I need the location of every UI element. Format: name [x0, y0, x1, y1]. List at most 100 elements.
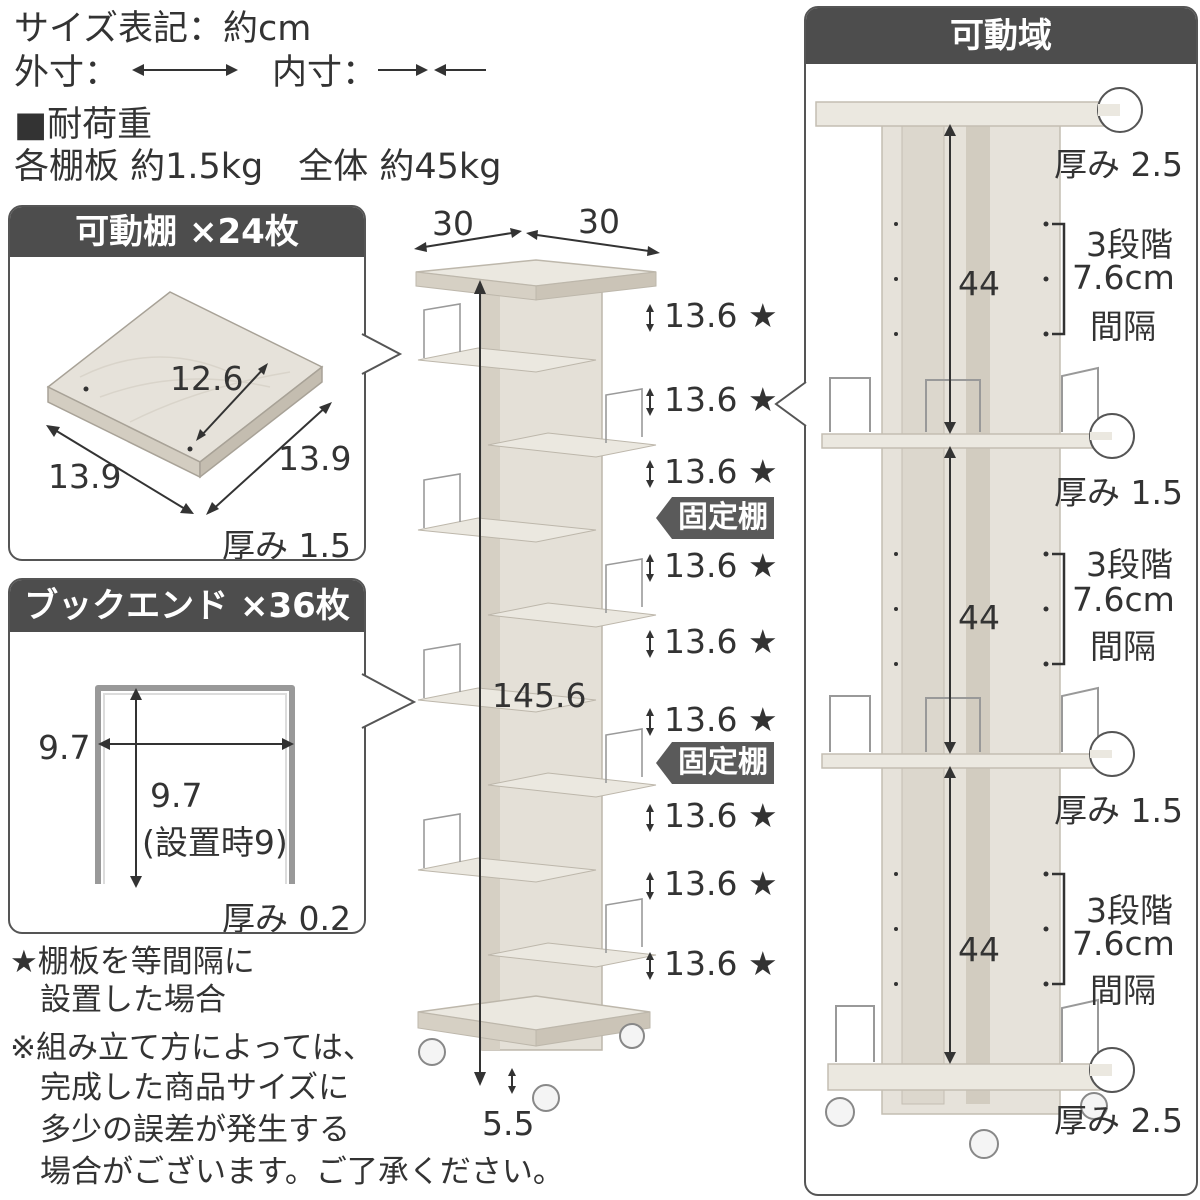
interval-label: 13.6 ★ [664, 546, 778, 585]
interval-arrowhead [646, 388, 654, 396]
bookend-callout-pointer [361, 673, 417, 729]
interval-arrowhead [646, 574, 654, 582]
interval-arrowhead [646, 408, 654, 416]
assembly-note-line4: 場合がございます。ご了承ください。 [40, 1154, 564, 1190]
shelf-board [487, 602, 657, 628]
shelf-inner-dim: 12.6 [170, 359, 244, 398]
interval-arrowhead [646, 630, 654, 638]
interval-arrowhead [646, 708, 654, 716]
interval-arrowhead [646, 872, 654, 880]
bookend-width: 9.7 [38, 728, 91, 767]
interval-label: 13.6 ★ [664, 796, 778, 835]
steps-label-3: 3段階 [1086, 891, 1173, 930]
interval-arrowhead [646, 824, 654, 832]
interval-arrowhead [646, 304, 654, 312]
shelf-board [487, 772, 657, 798]
bookend-drawing [95, 685, 295, 888]
interval-arrowhead [646, 324, 654, 332]
shelf-width-right: 13.9 [278, 439, 352, 478]
step-interval-1: 7.6cm [1072, 258, 1175, 297]
load-values: 各棚板 約1.5kg 全体 約45kg [14, 147, 502, 187]
steps-label-1: 3段階 [1086, 225, 1173, 264]
interval-label: 13.6 ★ [664, 622, 778, 661]
mid-thickness-1: 厚み 1.5 [1054, 473, 1183, 512]
shelf-thickness: 厚み 1.5 [222, 526, 351, 561]
interval-arrowhead [646, 650, 654, 658]
shelf-box: 可動棚 ×24枚 12.6 13.9 13.9 厚み 1.5 [8, 205, 366, 561]
outer-dim-arrow-icon [132, 64, 238, 76]
inner-dim-label: 内寸： [272, 53, 378, 93]
range-callout-pointer [774, 381, 807, 427]
interval-label: 13.6 ★ [664, 452, 778, 491]
fixed-shelf-label-2: 固定棚 [656, 742, 774, 784]
shelf-callout-pointer [361, 333, 403, 375]
fixed-shelf-label-1: 固定棚 [656, 497, 774, 539]
bookend [605, 388, 643, 443]
shelf-board [417, 687, 597, 713]
bottom-gap: 5.5 [482, 1104, 535, 1143]
interval-arrowhead [646, 480, 654, 488]
interval-label: 13.6 ★ [664, 296, 778, 335]
bookend-height-note: (設置時9) [142, 823, 288, 862]
bookend [423, 643, 461, 698]
interval-arrowhead [646, 952, 654, 960]
top-thickness: 厚み 2.5 [1054, 145, 1183, 184]
bookend [605, 898, 643, 953]
interval-arrowhead [646, 804, 654, 812]
assembly-note-line1: ※組み立て方によっては、 [10, 1030, 374, 1066]
bookend [423, 473, 461, 528]
section-height-3: 44 [958, 930, 1000, 969]
section-height-2: 44 [958, 598, 1000, 637]
shelf-board-drawing [46, 291, 332, 515]
interval-arrowhead [646, 972, 654, 980]
interval-label: 13.6 ★ [664, 700, 778, 739]
shelf-board [417, 517, 597, 543]
bookend [605, 728, 643, 783]
assembly-note-line3: 多少の誤差が発生する [40, 1112, 350, 1148]
range-box-title: 可動域 [806, 8, 1196, 64]
interval-label: 13.6 ★ [664, 380, 778, 419]
bookend-height: 9.7 [150, 776, 203, 815]
spacing-label-3: 間隔 [1090, 971, 1156, 1010]
step-interval-3: 7.6cm [1072, 924, 1175, 963]
interval-arrowhead [646, 554, 654, 562]
outer-dim-label: 外寸： [14, 53, 120, 93]
range-box: 可動域 [804, 6, 1198, 1196]
shelf-board [417, 347, 597, 373]
top-width-left: 30 [432, 204, 474, 243]
spacing-label-1: 間隔 [1090, 307, 1156, 346]
interval-arrowhead [646, 892, 654, 900]
interval-arrowhead [646, 728, 654, 736]
range-drawing [815, 87, 1143, 1159]
shelf-board [417, 857, 597, 883]
assembly-note-line2: 完成した商品サイズに [40, 1070, 350, 1106]
interval-label: 13.6 ★ [664, 944, 778, 983]
bookend [423, 303, 461, 358]
interval-arrowhead [646, 460, 654, 468]
bookend-box-title: ブックエンド ×36枚 [10, 580, 364, 632]
bookend [423, 813, 461, 868]
bookend [605, 558, 643, 613]
mid-thickness-2: 厚み 1.5 [1054, 791, 1183, 830]
steps-label-2: 3段階 [1086, 545, 1173, 584]
total-height: 145.6 [492, 676, 587, 715]
size-notation: サイズ表記：約cm [14, 9, 312, 49]
shelf-box-title: 可動棚 ×24枚 [10, 207, 364, 257]
load-title: ■耐荷重 [14, 105, 153, 145]
bottom-thickness: 厚み 2.5 [1054, 1101, 1183, 1140]
shelf-board [487, 432, 657, 458]
section-height-1: 44 [958, 264, 1000, 303]
interval-label: 13.6 ★ [664, 864, 778, 903]
star-note-line2: 設置した場合 [40, 982, 226, 1018]
spacing-label-2: 間隔 [1090, 627, 1156, 666]
bookend-thickness: 厚み 0.2 [222, 899, 351, 934]
interval-arrow-marks [646, 304, 654, 980]
inner-dim-arrow-icon [378, 64, 486, 76]
shelf-board [487, 942, 657, 968]
top-width-right: 30 [578, 202, 620, 241]
shelf-width-left: 13.9 [48, 457, 122, 496]
bookend-box: ブックエンド ×36枚 9.7 9.7 (設置時9) 厚み 0.2 [8, 578, 366, 934]
star-note-line1: ★棚板を等間隔に [10, 944, 255, 980]
rack-drawing [414, 228, 660, 1112]
step-interval-2: 7.6cm [1072, 580, 1175, 619]
